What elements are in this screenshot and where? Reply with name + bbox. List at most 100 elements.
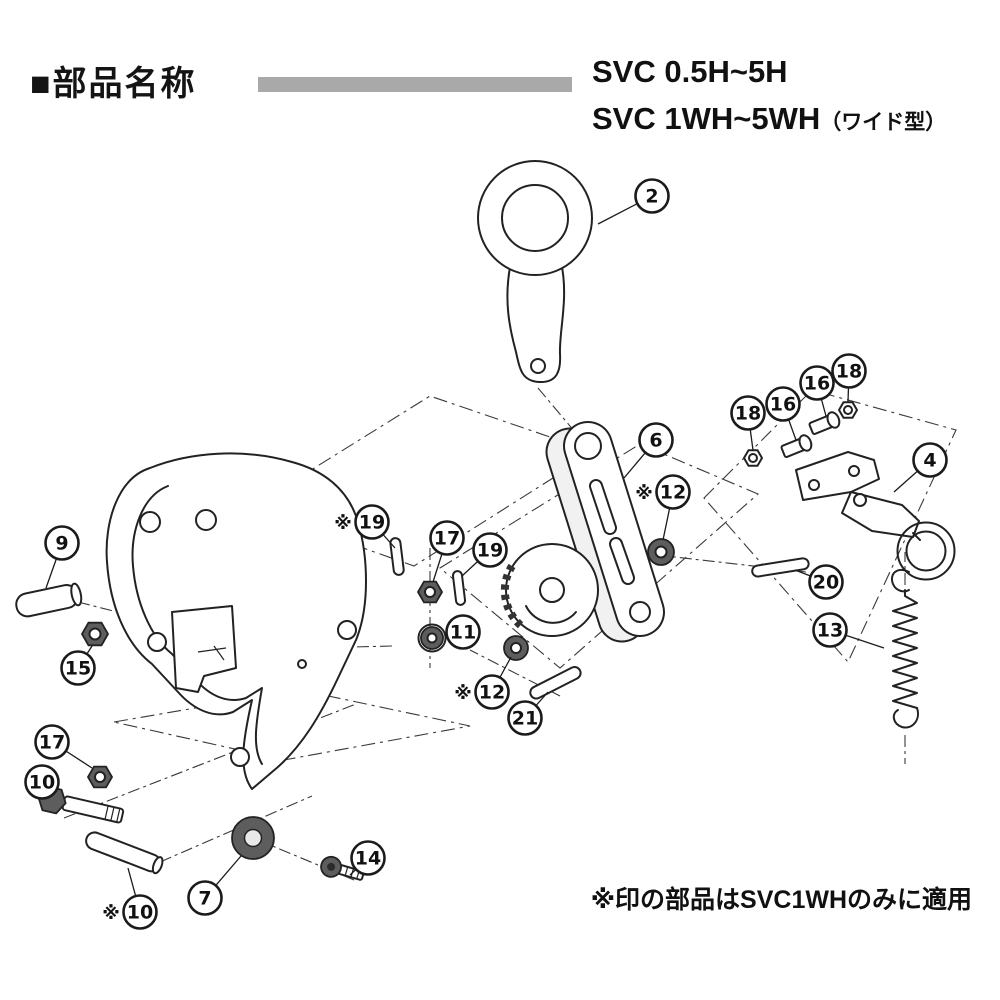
callout-circle bbox=[634, 178, 670, 214]
callout-circle bbox=[472, 532, 508, 568]
callout-number: 14 bbox=[355, 848, 381, 870]
callout-10: 10 ※ bbox=[102, 867, 158, 930]
callout-circle bbox=[831, 353, 867, 389]
part-spring bbox=[891, 568, 919, 729]
callout-number: 16 bbox=[804, 373, 830, 395]
callout-circle bbox=[24, 764, 60, 800]
callout-15: 15 bbox=[60, 645, 96, 686]
part-lifting-eye bbox=[477, 160, 593, 384]
callout-circle bbox=[187, 880, 223, 916]
callout-circle bbox=[912, 442, 948, 478]
callout-circle bbox=[765, 386, 801, 422]
callout-7: 7 bbox=[187, 855, 242, 916]
footnote: ※印の部品はSVC1WHのみに適用 bbox=[590, 886, 972, 914]
callout-number: 6 bbox=[649, 430, 662, 452]
callout-number: 15 bbox=[65, 658, 91, 680]
callout-10: 10 bbox=[24, 764, 60, 800]
star-mark: ※ bbox=[635, 483, 653, 504]
callout-18: 18 bbox=[730, 395, 766, 451]
callout-19: 19 bbox=[461, 532, 508, 577]
callout-12: 12 ※ bbox=[454, 656, 512, 710]
callout-circle bbox=[350, 840, 386, 876]
part-cam bbox=[500, 543, 599, 637]
callout-circle bbox=[799, 365, 835, 401]
callout-circle bbox=[474, 674, 510, 710]
callout-19: 19※ bbox=[334, 504, 396, 549]
callout-circle bbox=[655, 474, 691, 510]
callout-number: 13 bbox=[817, 620, 843, 642]
model-line-2: SVC 1WH~5WH（ワイド型） bbox=[592, 95, 946, 142]
page-title: 部品名称 bbox=[52, 65, 197, 103]
callout-circle bbox=[60, 650, 96, 686]
part-nut-17b bbox=[86, 765, 114, 789]
callout-circle bbox=[812, 612, 848, 648]
callout-number: 21 bbox=[512, 708, 538, 730]
callout-17: 17 bbox=[429, 520, 465, 583]
part-nut-18b bbox=[838, 401, 858, 419]
callout-number: 17 bbox=[434, 528, 460, 550]
callout-13: 13 bbox=[812, 612, 885, 649]
model-line-2-suffix: （ワイド型） bbox=[820, 111, 947, 134]
part-pin-19a bbox=[389, 537, 405, 576]
star-mark: ※ bbox=[334, 513, 352, 534]
part-bolt-16a bbox=[780, 434, 813, 458]
callout-number: 4 bbox=[923, 450, 936, 472]
callout-number: 17 bbox=[39, 732, 65, 754]
callout-number: 16 bbox=[770, 394, 796, 416]
callout-number: 18 bbox=[836, 361, 862, 383]
callout-number: 10 bbox=[127, 902, 153, 924]
model-line-2-code: SVC 1WH~5WH bbox=[592, 101, 821, 136]
callout-20: 20 bbox=[794, 564, 844, 600]
callout-circle bbox=[445, 614, 481, 650]
part-pin-9 bbox=[15, 582, 83, 618]
callout-number: 10 bbox=[29, 772, 55, 794]
callout-number: 12 bbox=[479, 682, 505, 704]
callout-circle bbox=[354, 504, 390, 540]
part-washer-12a bbox=[647, 538, 675, 566]
callout-16: 16 bbox=[799, 365, 835, 417]
model-codes: SVC 0.5H~5H SVC 1WH~5WH（ワイド型） bbox=[592, 48, 946, 142]
model-line-1: SVC 0.5H~5H bbox=[592, 54, 788, 89]
part-body-frame bbox=[105, 452, 367, 790]
part-pin-10 bbox=[85, 831, 164, 875]
part-bolt-14 bbox=[320, 855, 365, 881]
callout-circle bbox=[429, 520, 465, 556]
callout-18: 18 bbox=[831, 353, 867, 403]
callout-11: 11 bbox=[445, 614, 481, 650]
callout-circle bbox=[44, 525, 80, 561]
part-link-arm bbox=[563, 421, 665, 637]
part-pin-21 bbox=[529, 666, 582, 700]
callout-circle bbox=[730, 395, 766, 431]
part-washer-12b bbox=[503, 635, 529, 661]
star-mark: ※ bbox=[454, 683, 472, 704]
callout-14: 14 bbox=[349, 840, 386, 876]
callout-6: 6 bbox=[623, 422, 674, 479]
callout-12: 12 ※ bbox=[635, 474, 691, 541]
part-bolt-16b bbox=[808, 411, 841, 435]
callout-number: 11 bbox=[450, 622, 476, 644]
callout-2: 2 bbox=[597, 178, 670, 225]
callout-circle bbox=[34, 724, 70, 760]
callout-circle bbox=[808, 564, 844, 600]
callout-number: 9 bbox=[55, 533, 68, 555]
part-pin-19b bbox=[451, 570, 467, 606]
page-title-block: ■部品名称 bbox=[30, 56, 197, 105]
callout-circle bbox=[638, 422, 674, 458]
callout-17: 17 bbox=[34, 724, 93, 769]
callout-number: 12 bbox=[660, 482, 686, 504]
callout-number: 18 bbox=[735, 403, 761, 425]
part-nut-18a bbox=[743, 449, 763, 467]
part-nut-11 bbox=[417, 623, 447, 653]
part-nut-15 bbox=[80, 621, 110, 647]
callout-number: 2 bbox=[645, 186, 658, 208]
callout-21: 21 bbox=[507, 691, 549, 736]
callout-4: 4 bbox=[893, 442, 948, 493]
callout-number: 20 bbox=[813, 572, 839, 594]
header-rule bbox=[258, 77, 572, 92]
star-mark: ※ bbox=[102, 903, 120, 924]
callout-number: 7 bbox=[198, 888, 211, 910]
callout-number: 19 bbox=[477, 540, 503, 562]
